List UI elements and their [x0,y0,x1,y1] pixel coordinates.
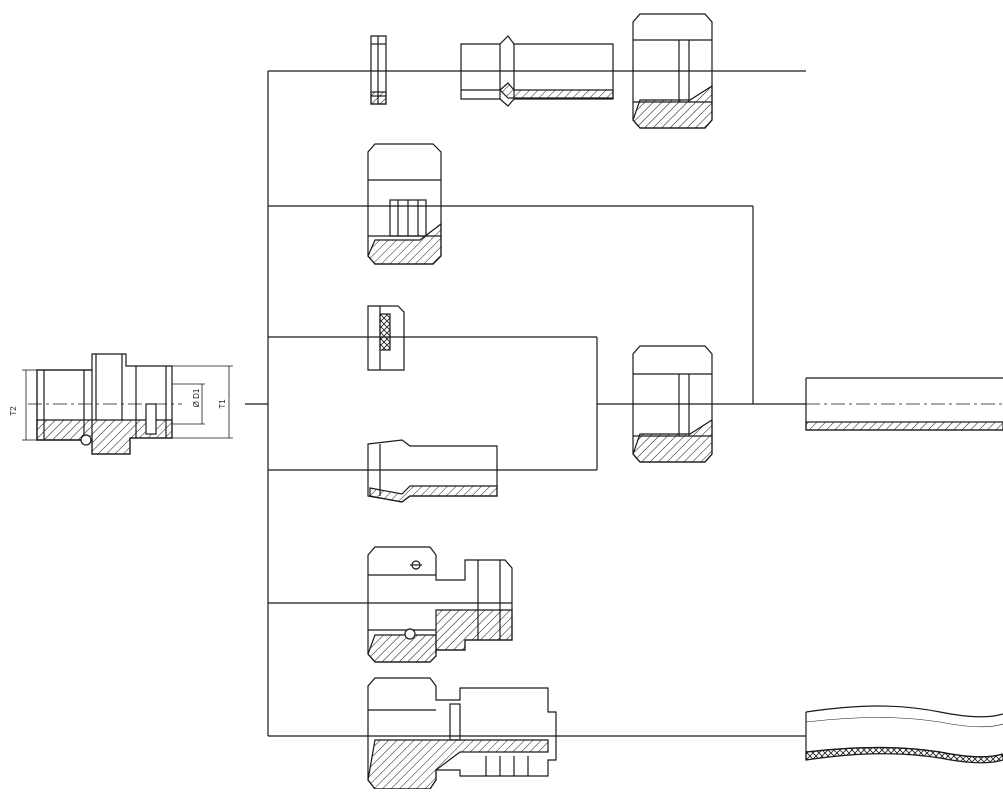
union-nut-2 [367,143,442,265]
union-nut-3 [632,345,713,463]
tube-right [805,377,1003,431]
union-nut-top [632,13,713,129]
cutting-ring [370,35,387,105]
tube-stub [460,35,614,107]
hose-right [805,705,1003,764]
label-t1: T1 [218,399,227,409]
cutting-ring-2 [367,305,405,371]
dimension-lines [22,365,233,441]
label-t2: T2 [9,406,18,416]
hose-fitting [367,677,557,790]
tube-insert [367,439,498,503]
connector-lines [245,70,806,737]
swivel-adapter [367,546,513,663]
stud-coupling-body [28,353,182,455]
label-d1: Ø D1 [192,388,201,407]
